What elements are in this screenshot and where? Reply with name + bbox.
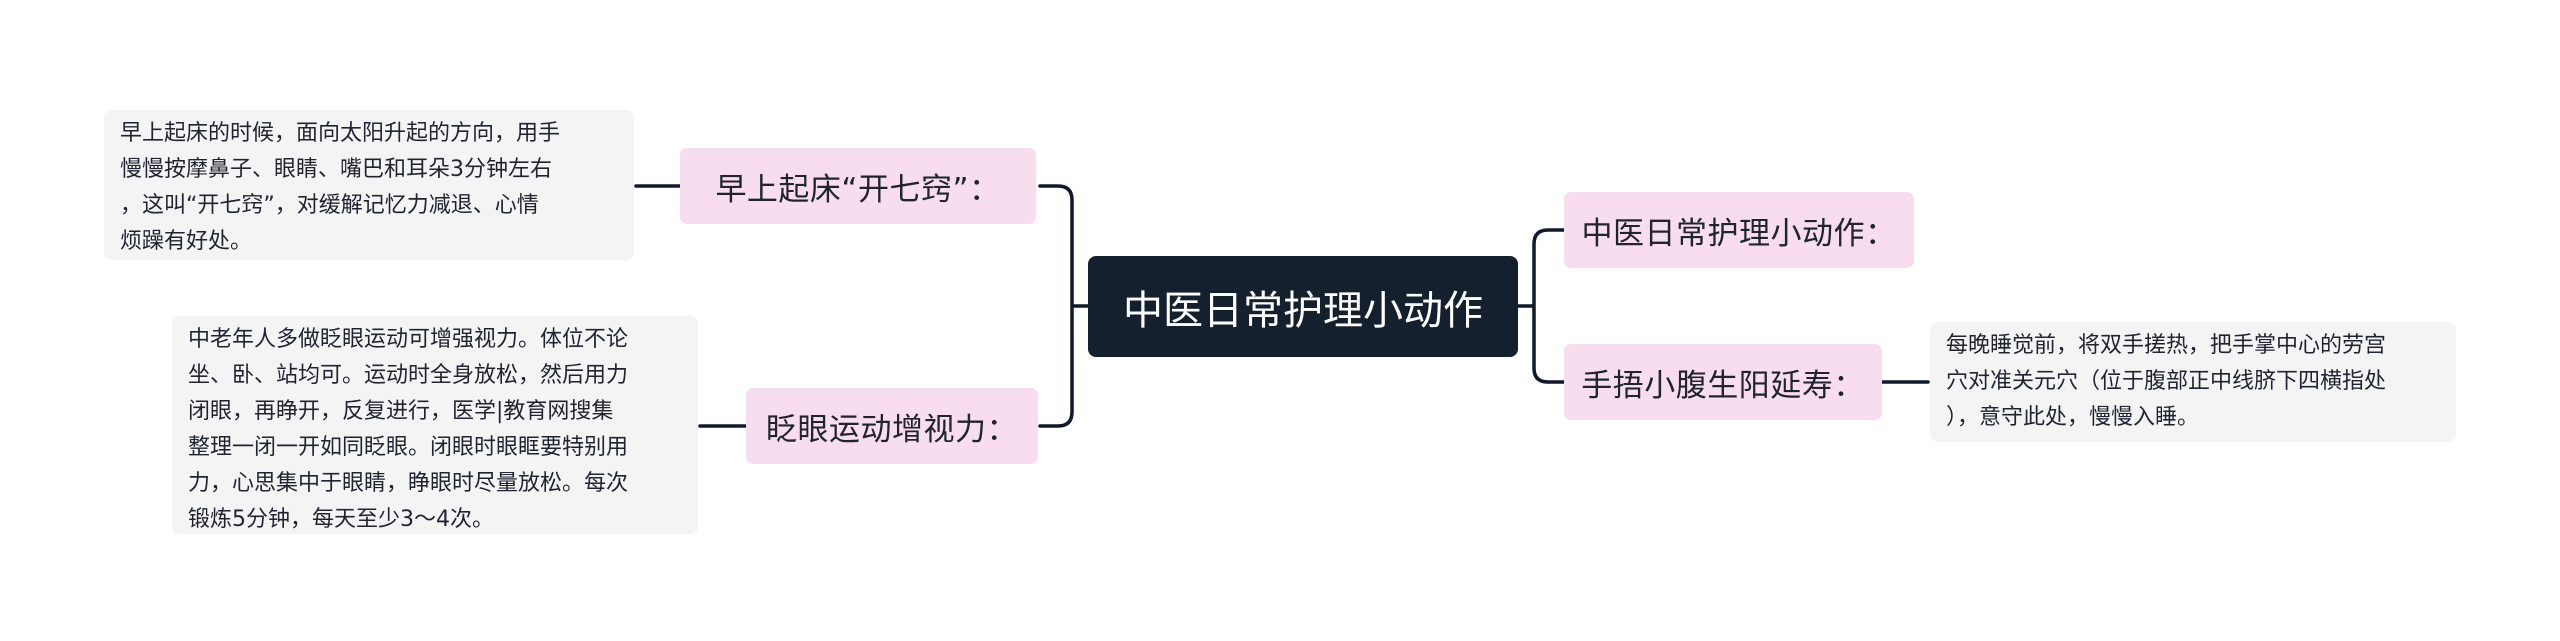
branch-label-daily-care: 中医日常护理小动作： [1581,215,1897,252]
note-line: 慢慢按摩鼻子、眼睛、嘴巴和耳朵3分钟左右 [120,157,552,182]
branch-label-blink: 眨眼运动增视力： [766,411,1018,448]
note-line: 整理一闭一开如同眨眼。闭眼时眼眶要特别用 [188,435,629,460]
root-label: 中医日常护理小动作 [1123,287,1483,334]
branch-label-belly: 手捂小腹生阳延寿： [1581,367,1865,404]
branch-node-wake-up[interactable]: 早上起床“开七窍”： [680,148,1036,224]
branch-label-wake-up: 早上起床“开七窍”： [715,171,1001,208]
connector-root-to-left-branches [1038,184,1090,428]
note-wake-up[interactable]: 早上起床的时候，面向太阳升起的方向，用手 慢慢按摩鼻子、眼睛、嘴巴和耳朵3分钟左… [104,110,634,260]
note-line: 力，心思集中于眼睛，睁眼时尽量放松。每次 [188,471,629,496]
branch-node-daily-care[interactable]: 中医日常护理小动作： [1564,192,1914,268]
note-line: 烦躁有好处。 [120,229,253,254]
connector-root-to-right-branches [1516,228,1566,384]
note-belly[interactable]: 每晚睡觉前，将双手搓热，把手掌中心的劳宫 穴对准关元穴（位于腹部正中线脐下四横指… [1930,322,2456,442]
note-line: ，这叫“开七窍”，对缓解记忆力减退、心情 [120,193,539,218]
branch-node-blink[interactable]: 眨眼运动增视力： [746,388,1038,464]
note-line: 穴对准关元穴（位于腹部正中线脐下四横指处 [1946,369,2387,394]
note-line: 坐、卧、站均可。运动时全身放松，然后用力 [188,363,629,388]
note-line: 闭眼，再睁开，反复进行，医学|教育网搜集 [188,399,614,424]
note-line: 锻炼5分钟，每天至少3～4次。 [188,507,494,532]
root-node[interactable]: 中医日常护理小动作 [1088,256,1518,357]
note-line: 中老年人多做眨眼运动可增强视力。体位不论 [188,327,629,352]
note-line: ），意守此处，慢慢入睡。 [1946,405,2200,430]
note-line: 每晚睡觉前，将双手搓热，把手掌中心的劳宫 [1946,333,2387,358]
note-line: 早上起床的时候，面向太阳升起的方向，用手 [120,121,561,146]
branch-node-belly[interactable]: 手捂小腹生阳延寿： [1564,344,1882,420]
note-blink[interactable]: 中老年人多做眨眼运动可增强视力。体位不论 坐、卧、站均可。运动时全身放松，然后用… [172,316,698,534]
